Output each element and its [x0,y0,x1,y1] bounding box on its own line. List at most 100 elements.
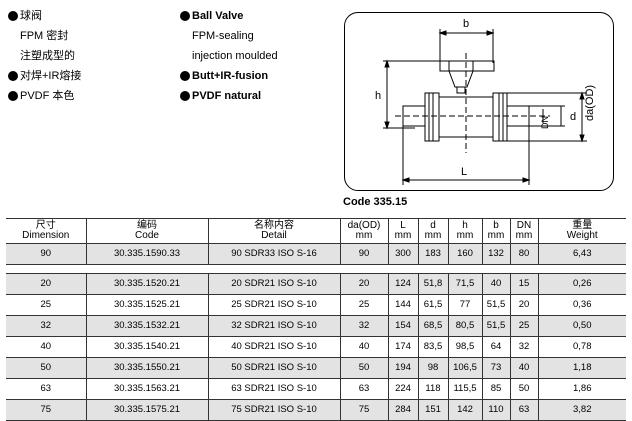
table-cell: 63 [6,378,87,400]
bullet-icon [8,91,18,101]
table-cell: 40 [6,336,87,358]
table-cell: 25 [340,294,389,316]
ball-valve-drawing: b h da(OD) DN d L [375,18,596,185]
feature-item: 球阀 [6,6,176,26]
table-cell: 124 [388,273,419,295]
table-cell: 98 [418,357,449,379]
table-cell: 51,8 [418,273,449,295]
table-cell: 32 [6,315,87,337]
header-en: mm [355,230,373,241]
table-cell: 0,50 [538,315,626,337]
header-en: Code [135,230,159,241]
table-cell: 98,5 [448,336,483,358]
table-cell: 20 [6,273,87,295]
label-da: da(OD) [584,85,596,121]
table-cell: 15 [510,273,539,295]
header-cn: L [400,220,406,231]
table-cell: 154 [388,315,419,337]
row-separator [6,264,626,274]
feature-item: injection moulded [178,46,348,66]
table-cell: 183 [418,243,449,265]
technical-drawing: b h da(OD) DN d L [344,12,614,191]
code-caption: Code 335.15 [343,196,408,208]
table-cell: 25 [510,315,539,337]
table-cell: 50 [510,378,539,400]
bullet-icon [8,11,18,21]
table-cell: 3,82 [538,399,626,421]
bullet-icon [180,91,190,101]
table-cell: 30.335.1520.21 [86,273,209,295]
table-cell: 0,36 [538,294,626,316]
table-cell: 284 [388,399,419,421]
table-cell: 25 SDR21 ISO S-10 [208,294,341,316]
table-cell: 30.335.1590.33 [86,243,209,265]
header-cn: d [430,220,436,231]
feature-text: PVDF natural [192,90,262,102]
header-cn: 名称内容 [254,220,294,231]
table-cell: 194 [388,357,419,379]
header-cn: 尺寸 [35,220,56,231]
table-cell: 51,5 [482,315,511,337]
table-cell: 63 [340,378,389,400]
feature-item: 注塑成型的 [6,46,176,66]
table-cell: 85 [482,378,511,400]
table-cell: 30.335.1563.21 [86,378,209,400]
header-en: mm [487,230,505,241]
feature-text: 注塑成型的 [20,50,75,62]
arrow [384,59,390,68]
table-cell: 20 SDR21 ISO S-10 [208,273,341,295]
feature-item: PVDF 本色 [6,86,176,106]
table-cell: 77 [448,294,483,316]
table-cell: 224 [388,378,419,400]
table-cell: 106,5 [448,357,483,379]
table-cell: 132 [482,243,511,265]
table-cell: 30.335.1540.21 [86,336,209,358]
table-cell: 32 [340,315,389,337]
table-cell: 30.335.1575.21 [86,399,209,421]
feature-item: PVDF natural [178,86,348,106]
bullet-icon [8,71,18,81]
feature-text: 对焊+IR熔接 [20,70,82,82]
table-cell: 110 [482,399,511,421]
feature-text: 球阀 [20,10,42,22]
header-cn: 编码 [137,220,157,231]
table-cell: 115,5 [448,378,483,400]
table-cell: 73 [482,357,511,379]
feature-text: Butt+IR-fusion [192,70,269,82]
label-L: L [461,166,467,178]
header-cn: 重量 [572,220,593,231]
bullet-icon [180,71,190,81]
feature-item: Butt+IR-fusion [178,66,348,86]
feature-text: FPM 密封 [20,30,69,42]
feature-item: FPM-sealing [178,26,348,46]
table-cell: 63 [510,399,539,421]
table-cell: 83,5 [418,336,449,358]
label-d: d [570,111,576,123]
table-cell: 300 [388,243,419,265]
table-cell: 25 [6,294,87,316]
table-cell: 40 SDR21 ISO S-10 [208,336,341,358]
table-cell: 68,5 [418,315,449,337]
table-cell: 71,5 [448,273,483,295]
table-cell: 160 [448,243,483,265]
header-en: mm [515,230,533,241]
feature-text: Ball Valve [192,10,244,22]
table-cell: 75 [340,399,389,421]
table-cell: 32 SDR21 ISO S-10 [208,315,341,337]
table-cell: 30.335.1532.21 [86,315,209,337]
table-cell: 30.335.1550.21 [86,357,209,379]
table-cell: 20 [510,294,539,316]
